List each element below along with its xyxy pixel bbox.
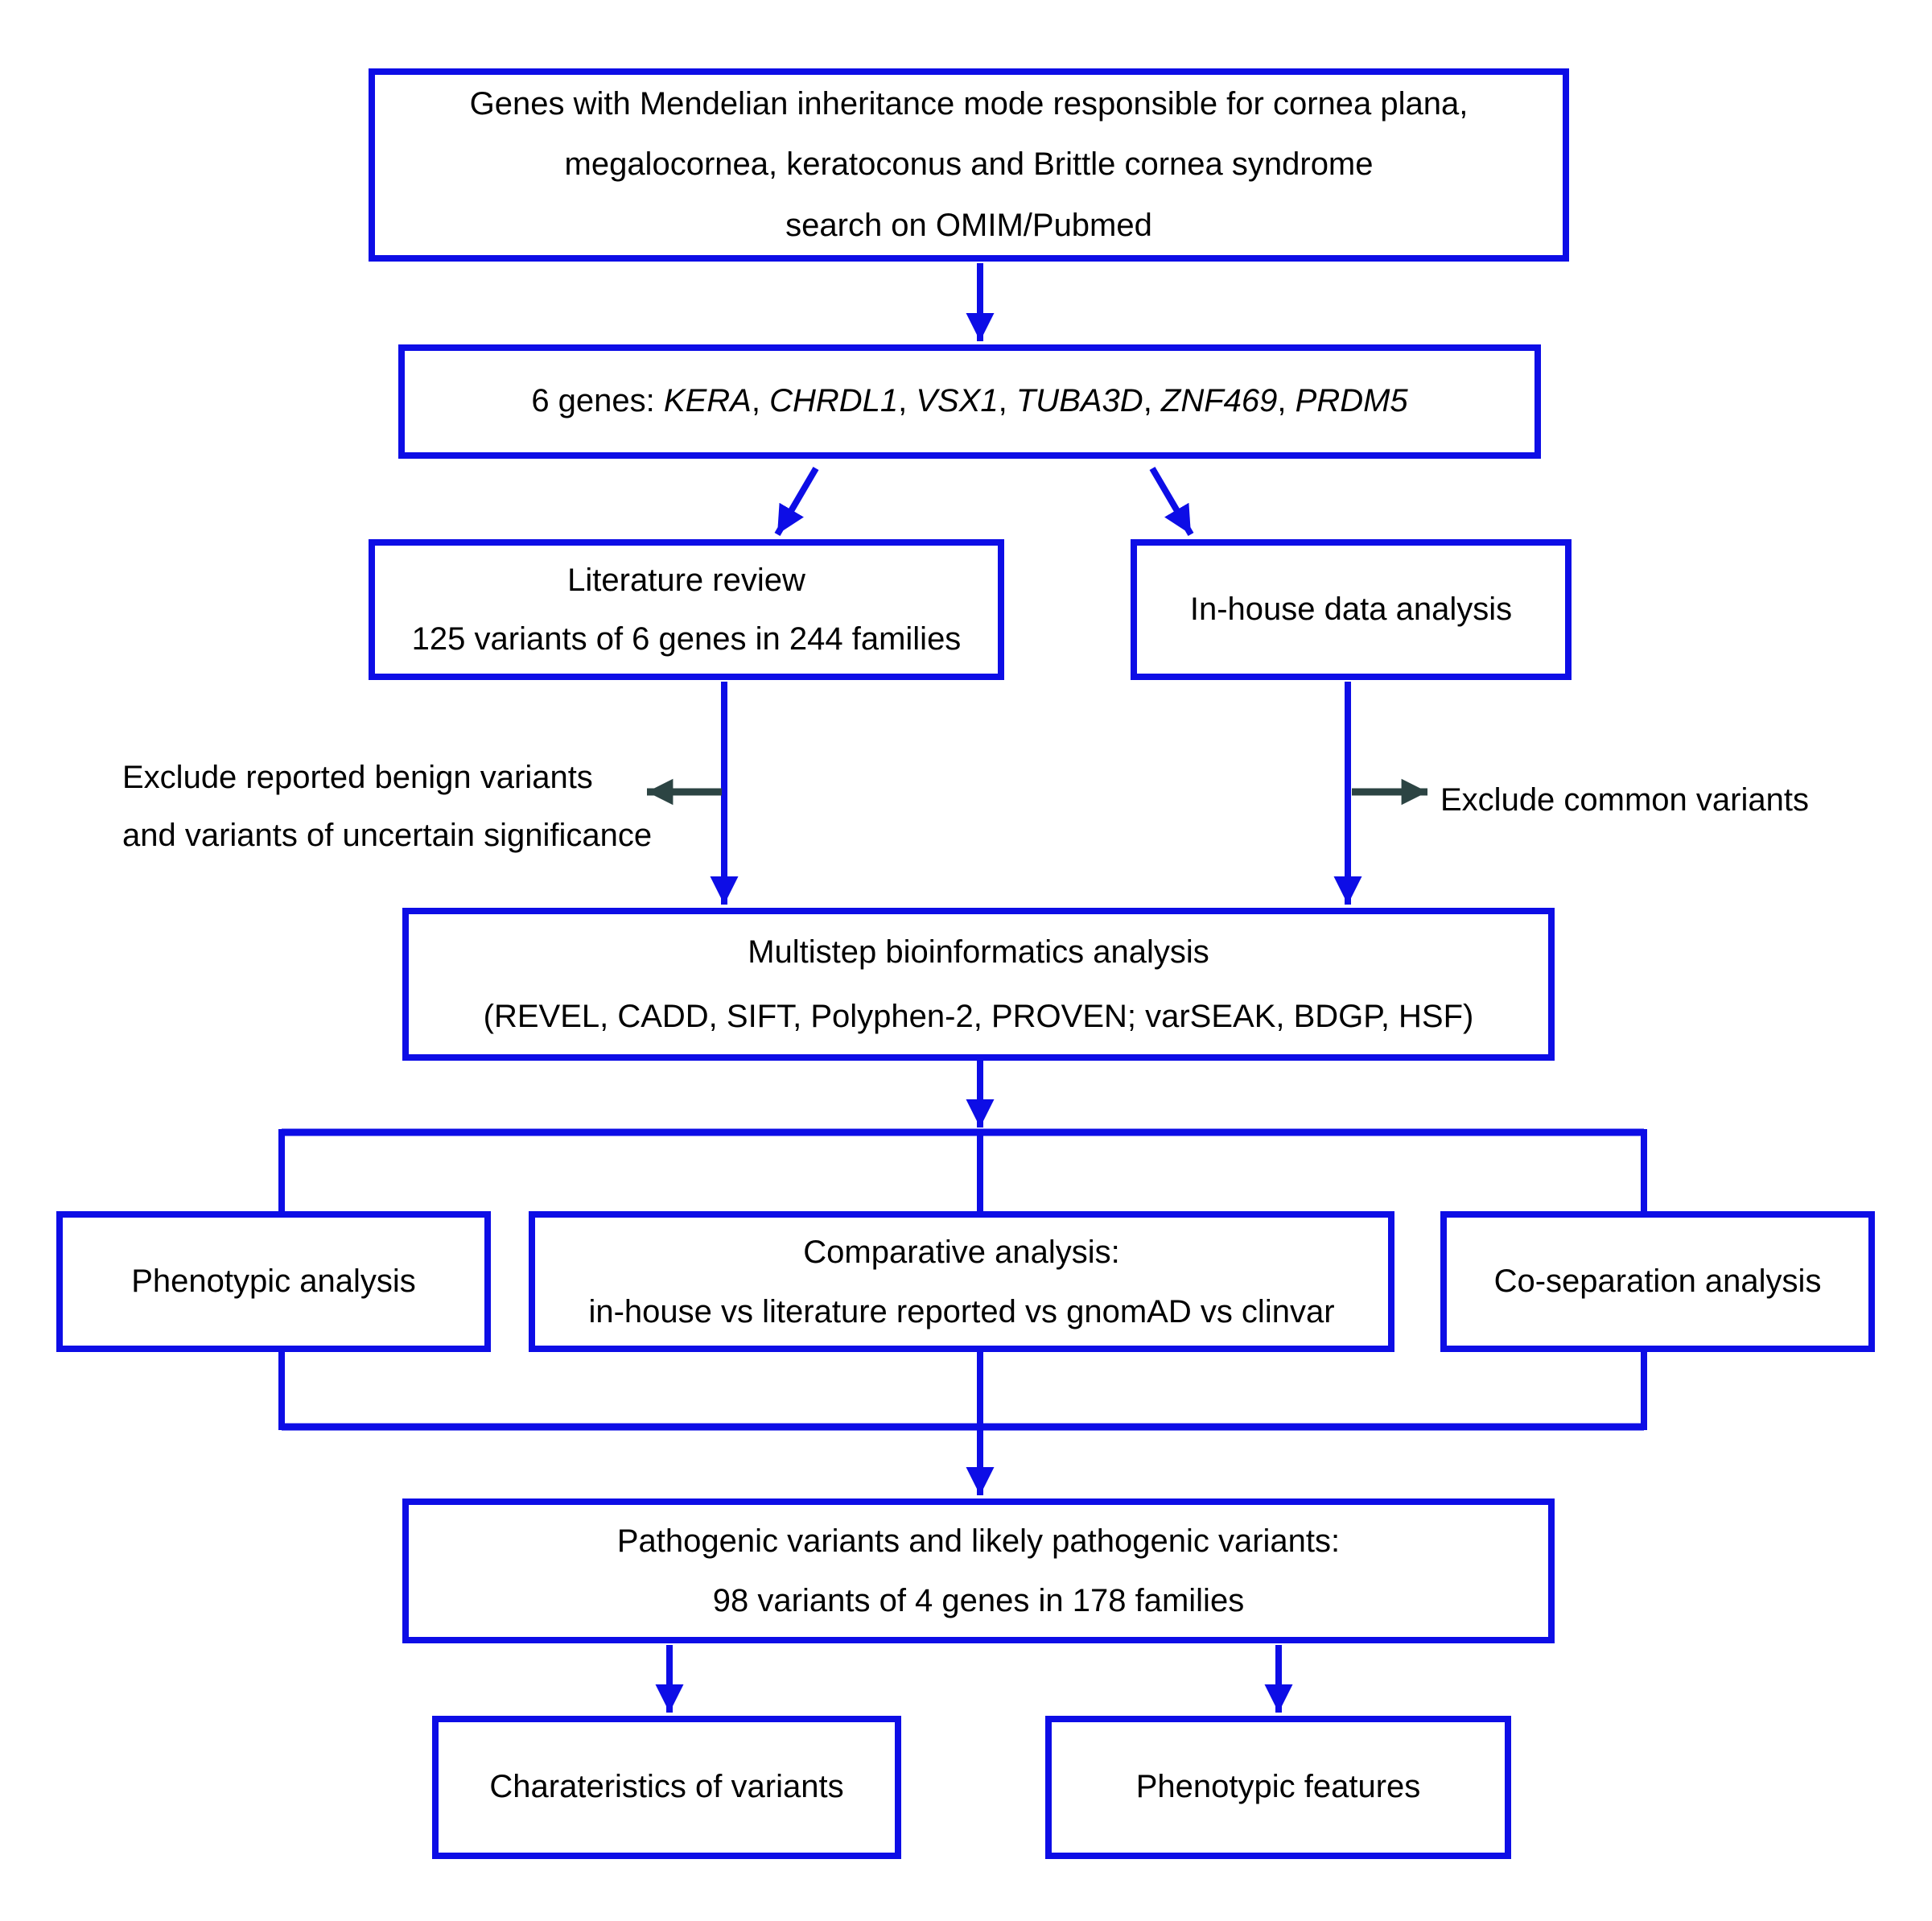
- pathogenic-line-1: Pathogenic variants and likely pathogeni…: [616, 1523, 1341, 1559]
- inhouse-label: In-house data analysis: [1189, 591, 1513, 627]
- six-genes-text: 6 genes: KERA, CHRDL1, VSX1, TUBA3D, ZNF…: [531, 383, 1408, 419]
- arrow-genes-to-literature: [774, 466, 819, 537]
- box-comparative-analysis: Comparative analysis: in-house vs litera…: [529, 1211, 1394, 1352]
- box-phenotypic-features: Phenotypic features: [1045, 1716, 1511, 1859]
- phenotypic-analysis-label: Phenotypic analysis: [131, 1263, 416, 1299]
- box-inhouse-analysis: In-house data analysis: [1131, 539, 1572, 680]
- coseparation-label: Co-separation analysis: [1493, 1263, 1822, 1299]
- literature-line-2: 125 variants of 6 genes in 244 families: [411, 620, 962, 657]
- gene-search-line-2: megalocornea, keratoconus and Brittle co…: [564, 146, 1374, 183]
- box-gene-search: Genes with Mendelian inheritance mode re…: [369, 68, 1569, 262]
- box-literature-review: Literature review 125 variants of 6 gene…: [369, 539, 1004, 680]
- exclude-left-annotation: Exclude reported benign variants and var…: [122, 748, 652, 864]
- characteristics-label: Charateristics of variants: [489, 1769, 844, 1805]
- gene-search-line-3: search on OMIM/Pubmed: [785, 207, 1152, 243]
- bioinformatics-line-2: (REVEL, CADD, SIFT, Polyphen-2, PROVEN; …: [483, 999, 1474, 1034]
- literature-line-1: Literature review: [567, 562, 805, 598]
- pathogenic-line-2: 98 variants of 4 genes in 178 families: [712, 1583, 1245, 1618]
- exclude-left-line-1: Exclude reported benign variants: [122, 760, 593, 795]
- box-characteristics: Charateristics of variants: [432, 1716, 901, 1859]
- gene-search-line-1: Genes with Mendelian inheritance mode re…: [469, 86, 1469, 122]
- comparative-line-2: in-house vs literature reported vs gnomA…: [588, 1293, 1335, 1329]
- box-six-genes: 6 genes: KERA, CHRDL1, VSX1, TUBA3D, ZNF…: [398, 344, 1541, 459]
- arrow-genes-to-inhouse: [1149, 466, 1194, 537]
- bioinformatics-line-1: Multistep bioinformatics analysis: [748, 934, 1209, 970]
- box-coseparation-analysis: Co-separation analysis: [1440, 1211, 1875, 1352]
- box-pathogenic-variants: Pathogenic variants and likely pathogeni…: [402, 1498, 1555, 1643]
- comparative-line-1: Comparative analysis:: [803, 1234, 1120, 1270]
- box-bioinformatics: Multistep bioinformatics analysis (REVEL…: [402, 908, 1555, 1061]
- box-phenotypic-analysis: Phenotypic analysis: [56, 1211, 491, 1352]
- exclude-right-label: Exclude common variants: [1440, 782, 1809, 818]
- exclude-left-line-2: and variants of uncertain significance: [122, 818, 653, 853]
- exclude-right-annotation: Exclude common variants: [1440, 771, 1809, 829]
- phenotypic-features-label: Phenotypic features: [1135, 1769, 1421, 1805]
